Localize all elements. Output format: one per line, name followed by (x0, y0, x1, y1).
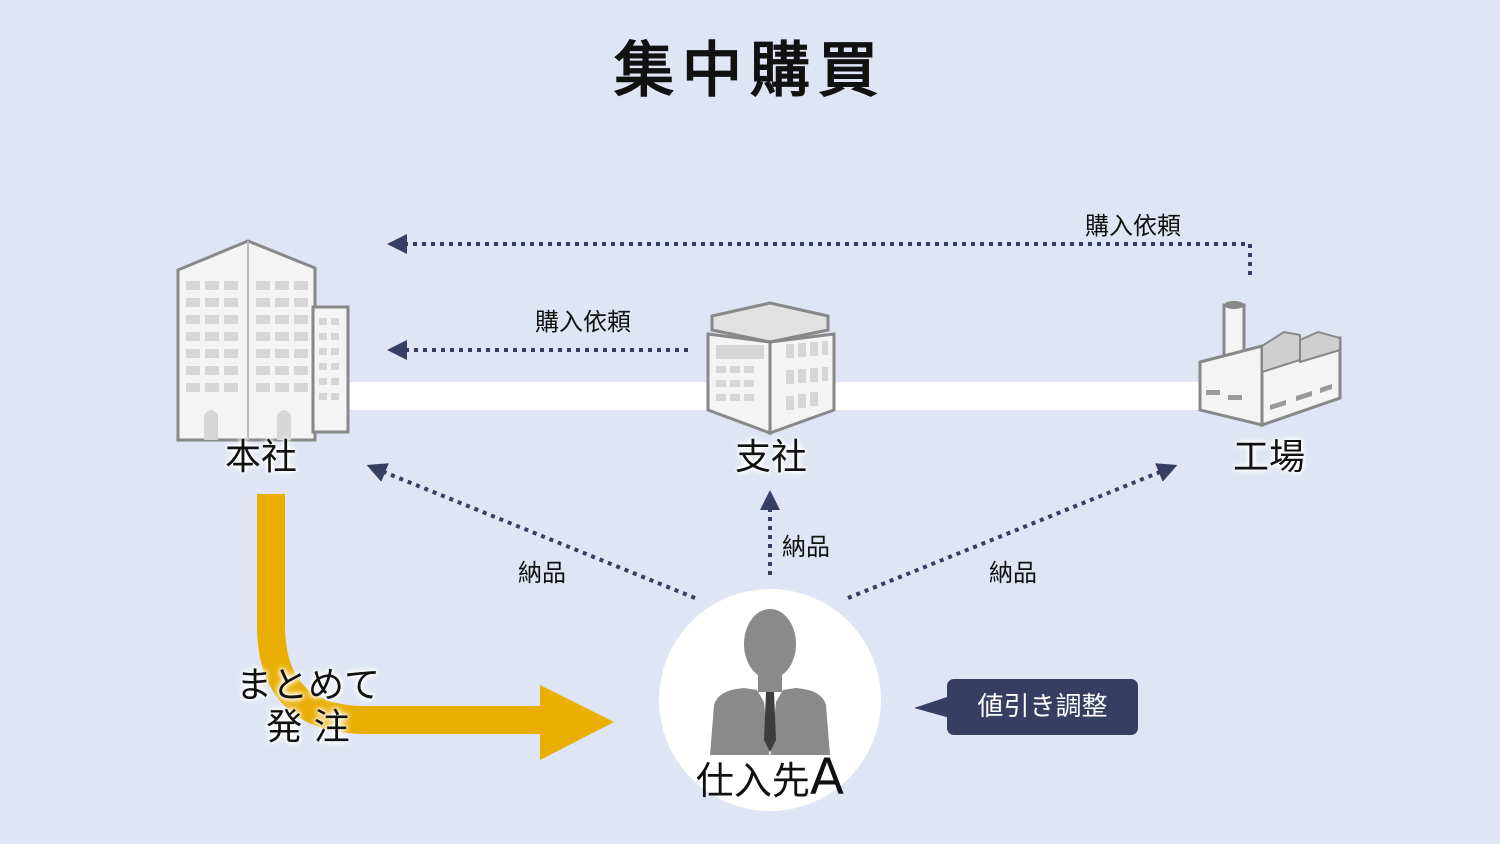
branch-label: 支社 (734, 437, 807, 478)
delivery-label-branch: 納品 (782, 533, 830, 561)
order-label-line2: 発 注 (266, 707, 350, 748)
supplier-label-suffix: A (809, 748, 845, 806)
factory-icon (1198, 301, 1342, 428)
factory-label: 工場 (1232, 437, 1305, 478)
supplier-label: 仕入先A (660, 748, 880, 806)
delivery-label-hq: 納品 (518, 559, 566, 587)
businessman-icon (710, 609, 830, 760)
order-arrow (257, 494, 614, 760)
delivery-arrow-factory (847, 463, 1178, 600)
branch-office-icon (706, 301, 836, 436)
diagram-title: 集中購買 (614, 36, 886, 106)
delivery-arrow-hq (366, 463, 696, 600)
supplier-label-text: 仕入先 (695, 759, 810, 803)
discount-callout: 値引き調整 (947, 679, 1138, 735)
hq-label: 本社 (224, 437, 297, 478)
office-building-icon (176, 239, 350, 442)
order-label: まとめて 発 注 (222, 665, 394, 749)
request-arrow-factory (387, 234, 1252, 275)
order-label-line1: まとめて (235, 665, 380, 706)
delivery-label-factory: 納品 (989, 559, 1037, 587)
purchase-request-label-factory: 購入依頼 (1085, 212, 1181, 240)
purchase-request-label-branch: 購入依頼 (535, 308, 631, 336)
callout-tail (914, 696, 950, 718)
